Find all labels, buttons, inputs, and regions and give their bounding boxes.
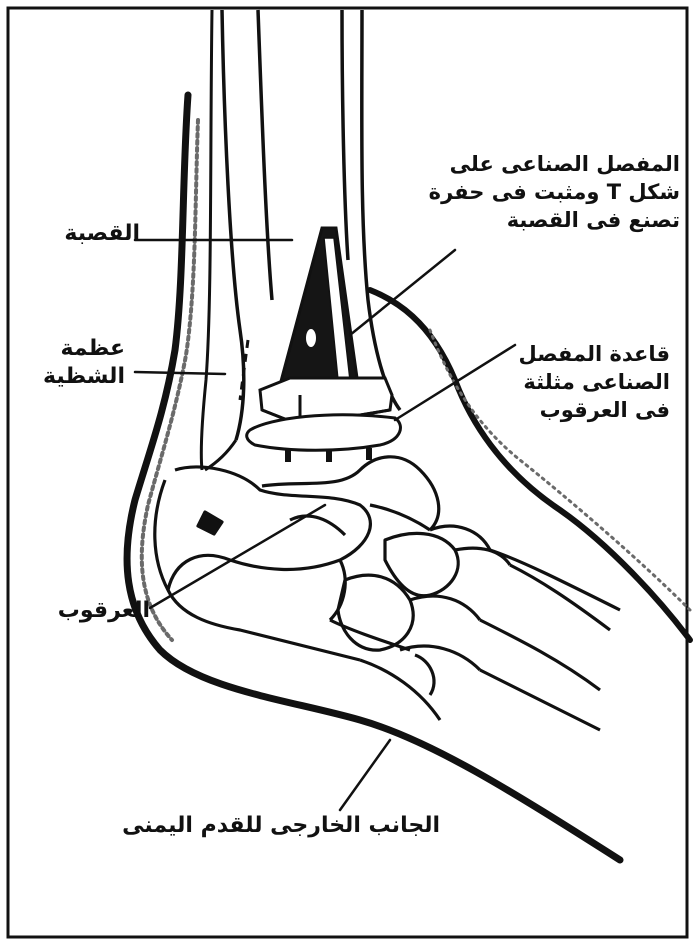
label-tibia-text: القصبة: [64, 220, 140, 248]
foot-bones: [155, 457, 620, 730]
label-base-line2: الصناعى مثلثة: [518, 368, 670, 396]
label-calcaneus: العرقوب: [58, 597, 150, 625]
label-joint-base: قاعدة المفصل الصناعى مثلثة فى العرقوب: [518, 340, 670, 424]
label-foot-side-text: الجانب الخارجى للقدم اليمنى: [122, 812, 440, 840]
label-foot-side: الجانب الخارجى للقدم اليمنى: [122, 812, 440, 840]
label-joint-line2: شكل T ومثبت فى حفرة: [429, 178, 680, 206]
label-base-line3: فى العرقوب: [518, 396, 670, 424]
label-tibia: القصبة: [64, 220, 140, 248]
label-artificial-joint: المفصل الصناعى على شكل T ومثبت فى حفرة ت…: [429, 150, 680, 234]
base-leader: [395, 345, 515, 420]
foot-side-leader: [340, 740, 390, 810]
label-fibula-line1: عظمة: [43, 335, 125, 363]
label-fibula: عظمة الشظية: [43, 335, 125, 391]
label-joint-line3: تصنع فى القصبة: [429, 206, 680, 234]
label-calcaneus-text: العرقوب: [58, 597, 150, 625]
label-fibula-line2: الشظية: [43, 363, 125, 391]
label-base-line1: قاعدة المفصل: [518, 340, 670, 368]
prosthesis-base: [247, 415, 401, 462]
calcaneus-leader: [150, 505, 325, 608]
fibula-leader: [135, 372, 225, 374]
label-joint-line1: المفصل الصناعى على: [429, 150, 680, 178]
